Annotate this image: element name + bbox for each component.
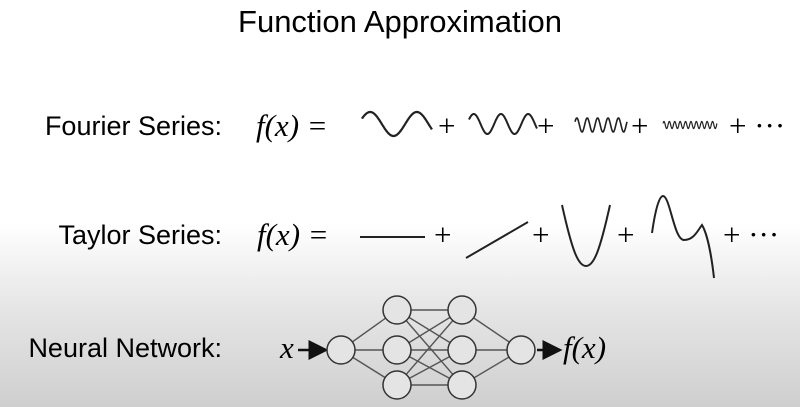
network-node-layer-2 bbox=[382, 370, 412, 400]
network-input: x bbox=[280, 330, 294, 366]
taylor-plus-3: + bbox=[617, 217, 635, 252]
taylor-label: Taylor Series: bbox=[58, 220, 222, 250]
fourier-lhs-text: f(x) = bbox=[256, 108, 328, 143]
fourier-ellipsis: + ··· bbox=[729, 108, 786, 143]
network-node-layer-3 bbox=[447, 335, 477, 365]
network-node-layer-1 bbox=[326, 335, 356, 365]
fourier-wave-4 bbox=[662, 120, 718, 130]
fourier-lhs: f(x) = bbox=[256, 108, 328, 144]
network-node-layer-2 bbox=[382, 295, 412, 325]
taylor-ellipsis: + ··· bbox=[723, 217, 780, 252]
fourier-wave-1 bbox=[361, 110, 433, 138]
fourier-plus-2: + bbox=[537, 108, 555, 143]
network-node-layer-2 bbox=[382, 335, 412, 365]
neural-network bbox=[326, 295, 536, 400]
slide-title: Function Approximation bbox=[238, 4, 562, 39]
network-label: Neural Network: bbox=[28, 333, 222, 363]
taylor-quadratic-term bbox=[561, 204, 611, 268]
network-output-text: f(x) bbox=[563, 330, 607, 365]
taylor-lhs-text: f(x) = bbox=[257, 217, 329, 252]
taylor-terms bbox=[360, 194, 715, 279]
fourier-label: Fourier Series: bbox=[44, 111, 222, 141]
network-input-text: x bbox=[280, 330, 294, 365]
network-edge bbox=[396, 309, 463, 386]
taylor-cubic-term bbox=[651, 194, 715, 279]
network-node-layer-3 bbox=[447, 370, 477, 400]
taylor-linear-term bbox=[465, 221, 529, 259]
network-node-layer-4 bbox=[506, 335, 536, 365]
network-node-layer-3 bbox=[447, 295, 477, 325]
fourier-plus-1: + bbox=[438, 108, 456, 143]
fourier-wave-3 bbox=[574, 117, 628, 133]
fourier-waves bbox=[361, 110, 718, 138]
taylor-lhs: f(x) = bbox=[257, 217, 329, 253]
fourier-wave-2 bbox=[468, 113, 538, 135]
network-output: f(x) bbox=[563, 330, 606, 366]
taylor-plus-1: + bbox=[434, 217, 452, 252]
fourier-plus-3: + bbox=[631, 108, 649, 143]
taylor-plus-2: + bbox=[532, 217, 550, 252]
